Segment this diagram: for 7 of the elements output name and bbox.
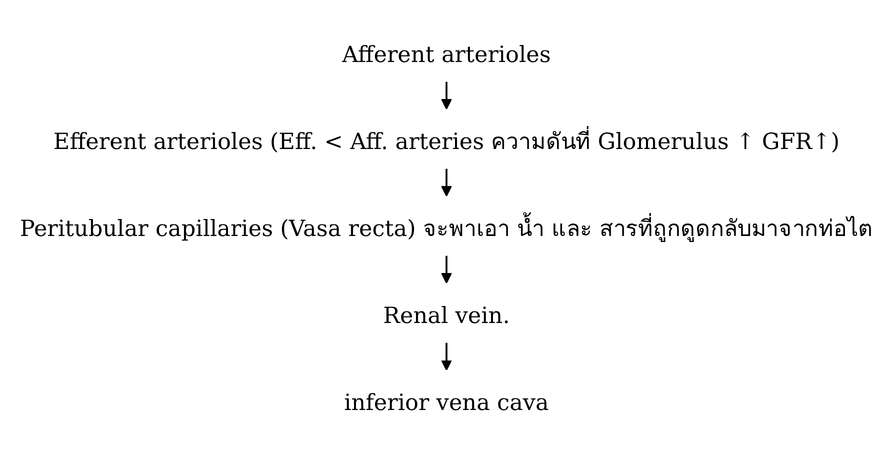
node-text: inferior vena cava <box>344 390 549 416</box>
node-text: Afferent arterioles <box>342 42 551 68</box>
node-text: Renal vein. <box>383 303 510 330</box>
arrow <box>441 82 452 110</box>
arrow <box>441 342 452 371</box>
arrow <box>441 168 452 197</box>
arrow <box>441 256 452 284</box>
